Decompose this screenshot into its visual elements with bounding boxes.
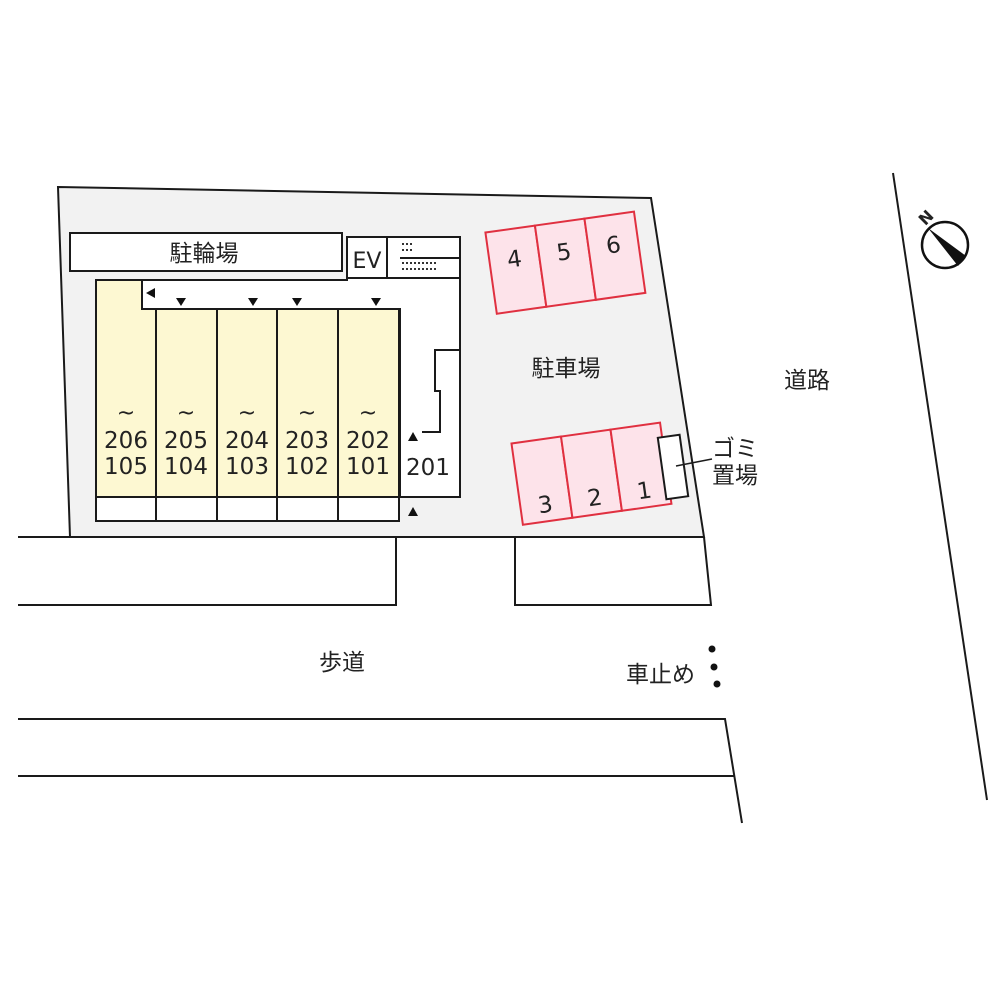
garbage-area xyxy=(656,433,690,501)
unit-206-105: ~ 206 105 xyxy=(104,401,148,480)
sidewalk-label: 歩道 xyxy=(319,650,365,676)
parking-space-2: 2 xyxy=(586,485,604,513)
bicycle-parking-label: 駐輪場 xyxy=(170,241,239,267)
entrance-arrow-icons xyxy=(146,288,418,516)
arrow-up-icon xyxy=(408,432,418,441)
unit-202-101: ~ 202 101 xyxy=(346,401,390,480)
road-edge-line xyxy=(892,172,988,801)
sidewalk-structure xyxy=(18,536,743,824)
car-stop-icon xyxy=(708,645,721,688)
unit-204-103: ~ 204 103 xyxy=(225,401,269,480)
svg-text:~: ~ xyxy=(117,401,135,426)
garbage-label-line1: ゴミ xyxy=(712,436,758,462)
elevator-label: EV xyxy=(353,249,382,274)
elevator xyxy=(346,236,388,279)
svg-text:~: ~ xyxy=(298,401,316,426)
garbage-leader-line xyxy=(675,458,713,467)
svg-text:~: ~ xyxy=(359,401,377,426)
parking-space-4: 4 xyxy=(505,246,523,274)
north-compass-icon: N xyxy=(915,206,970,270)
svg-text:~: ~ xyxy=(177,401,195,426)
unit-lower: 104 xyxy=(164,454,208,480)
unit-lower: 105 xyxy=(104,454,148,480)
parking-spaces-top: 4 5 6 xyxy=(484,210,647,315)
unit-upper: 203 xyxy=(285,428,329,454)
unit-lower: 101 xyxy=(346,454,390,480)
unit-upper: 202 xyxy=(346,428,390,454)
road-label: 道路 xyxy=(784,368,830,394)
stairs-icon xyxy=(386,236,461,279)
parking-lot-label: 駐車場 xyxy=(532,356,601,382)
arrow-down-icon xyxy=(371,298,381,306)
parking-space-6: 6 xyxy=(604,232,622,260)
unit-lower: 103 xyxy=(225,454,269,480)
arrow-down-icon xyxy=(248,298,258,306)
svg-text:~: ~ xyxy=(238,401,256,426)
bicycle-parking: 駐輪場 xyxy=(69,232,343,272)
arrow-left-icon xyxy=(146,288,155,298)
unit-201: 201 xyxy=(406,455,450,481)
arrow-down-icon xyxy=(292,298,302,306)
unit-upper: 204 xyxy=(225,428,269,454)
unit-upper: 206 xyxy=(104,428,148,454)
arrow-up-icon xyxy=(408,507,418,516)
unit-upper: 205 xyxy=(164,428,208,454)
unit-lower: 102 xyxy=(285,454,329,480)
arrow-down-icon xyxy=(176,298,186,306)
car-stop-label: 車止め xyxy=(626,662,695,688)
unit-block xyxy=(95,279,400,498)
garbage-label-line2: 置場 xyxy=(712,463,758,489)
parking-space-1: 1 xyxy=(635,478,653,506)
parking-spaces-bottom: 3 2 1 xyxy=(510,421,673,526)
unit-203-102: ~ 203 102 xyxy=(285,401,329,480)
parking-space-3: 3 xyxy=(536,491,554,519)
unit-205-104: ~ 205 104 xyxy=(164,401,208,480)
parking-space-5: 5 xyxy=(555,239,573,267)
